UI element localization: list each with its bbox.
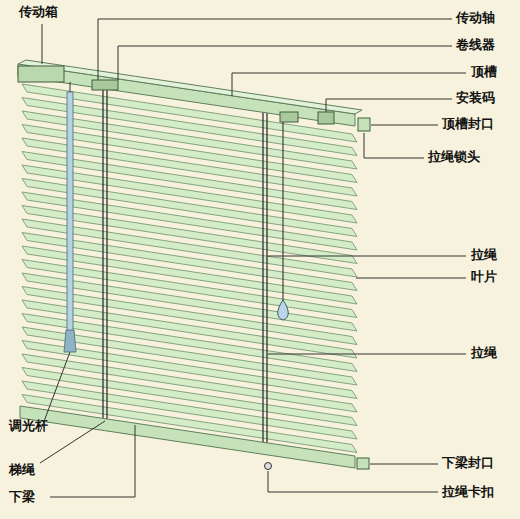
bracket (318, 112, 334, 124)
part-label: 叶片 (470, 269, 498, 285)
part-label: 顶槽 (470, 64, 498, 80)
bottom-rail (20, 406, 355, 468)
part-label: 调光杆 (8, 418, 49, 434)
ladder-cords (103, 84, 267, 445)
part-label: 拉绳 (470, 247, 498, 263)
gear-box (18, 66, 64, 82)
part-label: 下梁 (8, 489, 36, 505)
end-cap (358, 118, 370, 131)
part-label: 拉绳锁头 (427, 149, 481, 165)
part-label: 安装码 (455, 90, 496, 106)
part-label: 拉绳 (470, 345, 498, 361)
part-label: 传动箱 (18, 4, 59, 20)
cord-lock-roller (92, 80, 118, 90)
slats (22, 84, 357, 453)
part-label: 下梁封口 (441, 455, 495, 471)
leader-lines (40, 19, 466, 497)
part-label: 卷线器 (455, 37, 496, 53)
part-label: 拉绳卡扣 (441, 484, 495, 500)
part-label: 传动轴 (455, 10, 496, 26)
pull-cord (283, 122, 284, 300)
part-label: 顶槽封口 (441, 116, 495, 132)
tilt-wand (67, 92, 73, 337)
cord-buckle (265, 463, 272, 470)
part-label: 梯绳 (8, 462, 36, 478)
